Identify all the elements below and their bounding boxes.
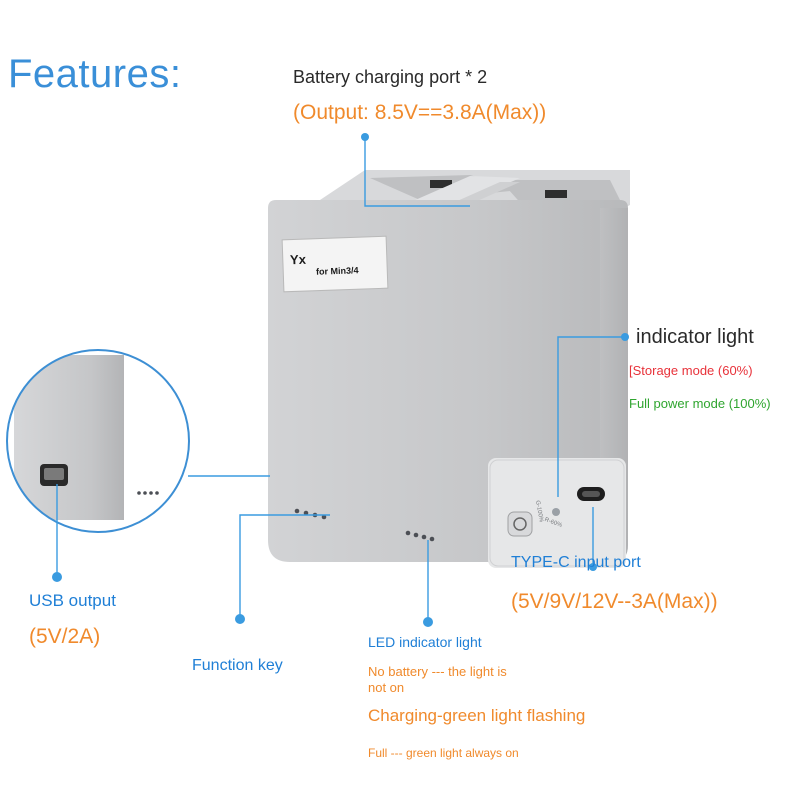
usb-zoom-view [6,349,190,533]
page-title: Features: [8,52,182,96]
indicator-light-label: indicator light [636,326,754,348]
callout-lines [56,137,625,620]
function-key-label: Function key [192,657,283,674]
type-c-spec: (5V/9V/12V--3A(Max)) [511,590,718,613]
storage-mode-text: [Storage mode (60%) [629,363,753,378]
led-indicator-label: LED indicator light [368,634,482,650]
charging-port-spec: (Output: 8.5V==3.8A(Max)) [293,101,547,124]
type-c-label: TYPE-C input port [511,554,641,571]
callout-dots [52,133,629,627]
product-sticker [281,235,389,293]
usb-output-label: USB output [29,591,116,610]
charging-port-label: Battery charging port * 2 [293,67,488,87]
led-no-battery-text-cont: not on [368,680,405,695]
brand-logo: Yx [289,251,307,268]
charger-body [268,200,628,568]
led-no-battery-text: No battery --- the light is [368,664,507,679]
sticker-model-label: for Min3/4 [315,265,359,277]
led-charging-text: Charging-green light flashing [368,706,586,725]
full-power-mode-text: Full power mode (100%) [629,396,771,411]
led-full-text: Full --- green light always on [368,746,519,760]
usb-output-spec: (5V/2A) [29,625,101,648]
